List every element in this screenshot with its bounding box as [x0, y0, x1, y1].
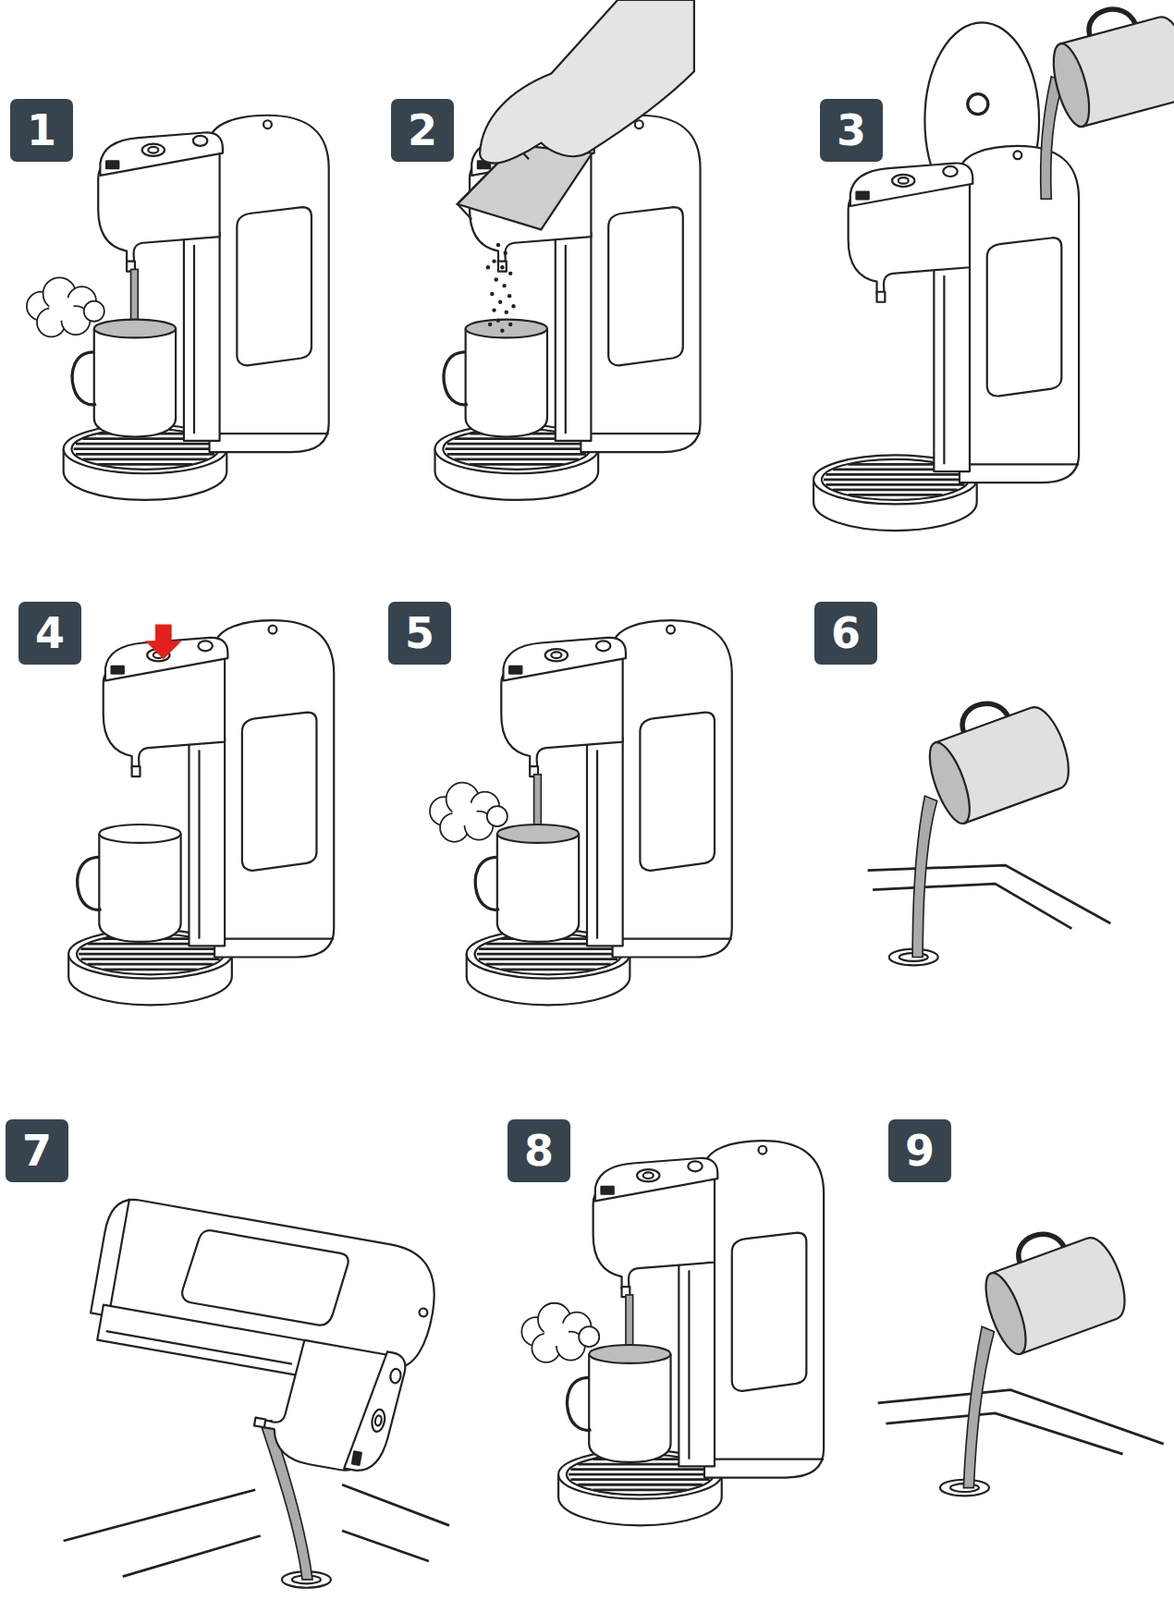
step-number: 6	[814, 601, 878, 665]
step-number: 4	[18, 601, 82, 665]
hand	[479, 0, 695, 164]
descaler-sachet	[457, 145, 593, 231]
sink	[878, 1390, 1164, 1497]
step-number: 2	[391, 98, 454, 162]
pour-stream	[912, 795, 937, 957]
sink	[868, 865, 1112, 966]
step-number: 8	[507, 1119, 571, 1183]
press-arrow	[145, 624, 183, 661]
step-number: 5	[388, 601, 452, 665]
cup	[72, 319, 176, 438]
descaler-powder	[486, 243, 516, 333]
step-number: 9	[888, 1119, 952, 1183]
panel-two	[435, 115, 701, 501]
step-number: 3	[819, 98, 883, 162]
steam-cloud	[429, 782, 508, 843]
panel-five	[429, 620, 733, 1005]
panel-three	[813, 146, 1079, 531]
steam-cloud	[521, 1303, 600, 1363]
jug	[970, 1212, 1134, 1359]
step-number: 7	[5, 1119, 69, 1183]
pour-stream	[963, 1326, 994, 1488]
lid-button	[967, 94, 989, 115]
panel-eight	[521, 1140, 824, 1526]
cup	[475, 824, 579, 942]
step-number: 1	[10, 98, 74, 162]
panel-four	[68, 620, 334, 1005]
cup	[77, 824, 182, 942]
jug	[914, 682, 1077, 829]
cup	[567, 1345, 672, 1463]
steam-cloud	[26, 277, 105, 337]
tilted-dispenser	[71, 1195, 443, 1481]
cup	[443, 319, 548, 438]
jug	[1040, 0, 1174, 131]
sink	[63, 1484, 450, 1588]
